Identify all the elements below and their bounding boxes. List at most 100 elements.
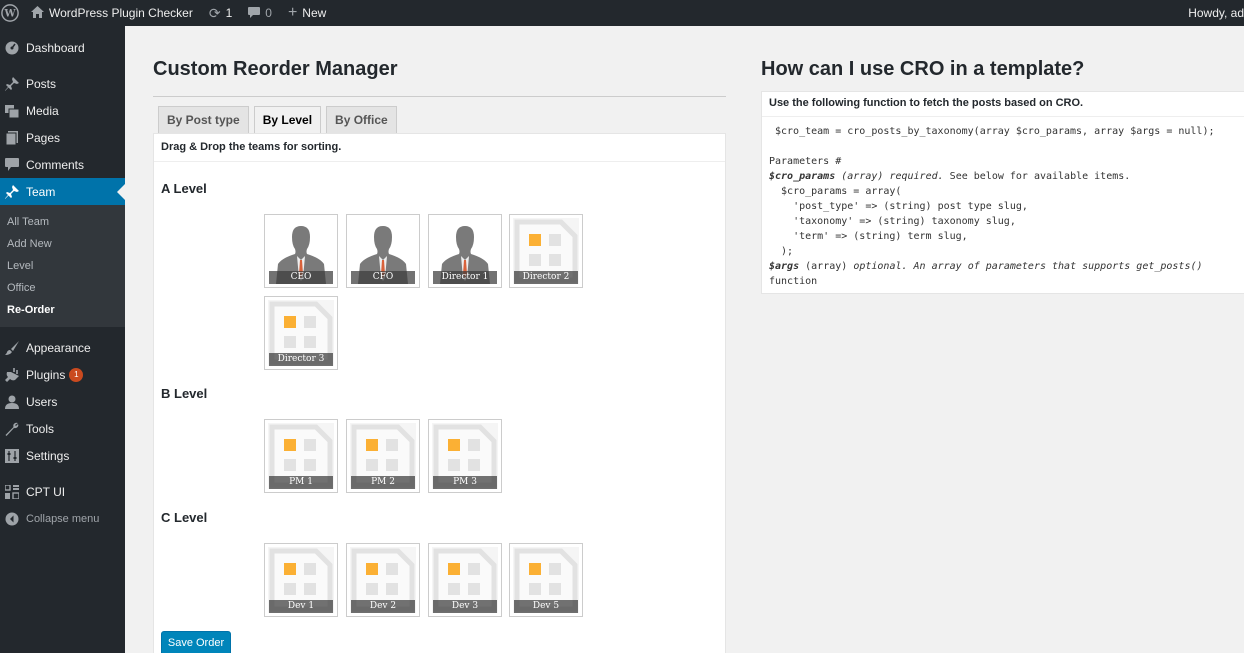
menu-cpt-ui[interactable]: CPT UI bbox=[0, 478, 125, 505]
param-args: $args (array) optional. An array of para… bbox=[762, 259, 1244, 274]
menu-dashboard[interactable]: Dashboard bbox=[0, 34, 125, 61]
help-title: How can I use CRO in a template? bbox=[761, 58, 1085, 80]
param-type: (array) bbox=[805, 261, 848, 272]
member-name: CFO bbox=[351, 271, 415, 284]
updates-count: 1 bbox=[225, 6, 233, 20]
code-function-call: $cro_team = cro_posts_by_taxonomy(array … bbox=[762, 124, 1244, 139]
help-panel: Use the following function to fetch the … bbox=[761, 91, 1244, 294]
menu-label: Tools bbox=[26, 421, 55, 436]
team-member-card[interactable]: Dev 2 bbox=[346, 543, 420, 617]
comment-icon bbox=[5, 158, 19, 172]
tab-by-post-type[interactable]: By Post type bbox=[158, 106, 249, 134]
submenu-re-order[interactable]: Re-Order bbox=[7, 304, 55, 316]
menu-settings[interactable]: Settings bbox=[0, 442, 125, 469]
collapse-label: Collapse menu bbox=[26, 512, 100, 525]
team-member-card[interactable]: PM 3 bbox=[428, 419, 502, 493]
code-line: function bbox=[769, 276, 818, 287]
image-placeholder-icon bbox=[433, 424, 497, 488]
menu-label: CPT UI bbox=[26, 484, 66, 499]
param-desc: optional. An array of parameters that su… bbox=[853, 261, 1203, 272]
plug-icon bbox=[5, 367, 19, 382]
comments-count: 0 bbox=[265, 6, 272, 20]
tab-by-level[interactable]: By Level bbox=[253, 106, 322, 135]
paintbrush-icon bbox=[5, 340, 19, 355]
menu-team[interactable]: Team bbox=[0, 178, 125, 205]
menu-media[interactable]: Media bbox=[0, 97, 125, 124]
submenu-office[interactable]: Office bbox=[7, 282, 36, 294]
param-required: required. bbox=[889, 171, 944, 182]
collapse-arrow-icon bbox=[5, 512, 19, 526]
team-member-card[interactable]: PM 2 bbox=[346, 419, 420, 493]
member-name: PM 2 bbox=[351, 476, 415, 489]
menu-label: Comments bbox=[26, 157, 85, 172]
member-photo bbox=[513, 547, 579, 613]
account-menu[interactable]: Howdy, ad bbox=[1188, 0, 1244, 26]
wrench-icon bbox=[5, 422, 19, 436]
submenu-level[interactable]: Level bbox=[7, 260, 34, 272]
pin-icon bbox=[5, 76, 19, 91]
menu-comments[interactable]: Comments bbox=[0, 151, 125, 178]
settings-sliders-icon bbox=[5, 448, 19, 463]
team-member-card[interactable]: Dev 5 bbox=[509, 543, 583, 617]
comments-link[interactable]: 0 bbox=[240, 0, 280, 26]
media-icon bbox=[5, 104, 19, 118]
menu-appearance[interactable]: Appearance bbox=[0, 334, 125, 361]
save-order-button[interactable]: Save Order bbox=[161, 631, 231, 653]
team-member-card[interactable]: Dev 1 bbox=[264, 543, 338, 617]
grid-icon bbox=[5, 484, 19, 499]
param-name: $args bbox=[769, 261, 800, 272]
menu-label: Posts bbox=[26, 76, 57, 91]
instruction-text: Drag & Drop the teams for sorting. bbox=[154, 134, 725, 162]
tab-by-office[interactable]: By Office bbox=[326, 106, 397, 134]
team-submenu: All Team Add New Level Office Re-Order bbox=[0, 205, 125, 327]
wordpress-logo-icon[interactable]: W bbox=[0, 0, 23, 26]
menu-tools[interactable]: Tools bbox=[0, 415, 125, 442]
admin-bar: W WordPress Plugin Checker ⟳ 1 0 + New H… bbox=[0, 0, 1244, 26]
page-title: Custom Reorder Manager bbox=[153, 58, 398, 80]
image-placeholder-icon bbox=[514, 548, 578, 612]
params-heading: Parameters # bbox=[769, 156, 842, 167]
team-member-card[interactable]: Director 2 bbox=[509, 214, 583, 288]
menu-label: Media bbox=[26, 103, 59, 118]
code-line: $cro_params = array( bbox=[769, 186, 902, 197]
team-member-card[interactable]: Director 3 bbox=[264, 296, 338, 370]
plugins-update-badge: 1 bbox=[69, 367, 84, 382]
updates-link[interactable]: ⟳ 1 bbox=[201, 0, 240, 26]
team-member-card[interactable]: Director 1 bbox=[428, 214, 502, 288]
menu-label: Settings bbox=[26, 448, 70, 463]
tab-bar: By Post type By Level By Office bbox=[158, 106, 402, 135]
menu-label: Team bbox=[26, 184, 56, 199]
admin-sidebar: Dashboard Posts Media Pages Comments Tea… bbox=[0, 26, 125, 653]
menu-label: Appearance bbox=[26, 340, 91, 355]
menu-pages[interactable]: Pages bbox=[0, 124, 125, 151]
dashboard-icon bbox=[5, 41, 19, 55]
new-content-link[interactable]: + New bbox=[280, 0, 334, 26]
menu-plugins[interactable]: Plugins 1 bbox=[0, 361, 125, 388]
team-member-card[interactable]: CEO bbox=[264, 214, 338, 288]
param-name: $cro_params bbox=[769, 171, 836, 182]
user-icon bbox=[5, 395, 19, 409]
menu-label: Pages bbox=[26, 130, 61, 145]
plus-icon: + bbox=[287, 4, 298, 21]
comment-bubble-icon bbox=[248, 6, 261, 20]
submenu-all-team[interactable]: All Team bbox=[7, 216, 49, 228]
submenu-add-new[interactable]: Add New bbox=[7, 238, 52, 250]
reorder-panel: Drag & Drop the teams for sorting. A Lev… bbox=[153, 133, 726, 653]
menu-users[interactable]: Users bbox=[0, 388, 125, 415]
team-member-card[interactable]: CFO bbox=[346, 214, 420, 288]
image-placeholder-icon bbox=[351, 548, 415, 612]
team-member-card[interactable]: PM 1 bbox=[264, 419, 338, 493]
member-name: Dev 5 bbox=[514, 600, 578, 613]
pin-icon bbox=[5, 184, 19, 199]
collapse-menu-button[interactable]: Collapse menu bbox=[0, 505, 125, 532]
member-name: Director 2 bbox=[514, 271, 578, 284]
image-placeholder-icon bbox=[514, 219, 578, 283]
member-name: Director 3 bbox=[269, 353, 333, 366]
image-placeholder-icon bbox=[269, 548, 333, 612]
refresh-icon: ⟳ bbox=[208, 5, 221, 21]
site-name-link[interactable]: WordPress Plugin Checker bbox=[23, 0, 201, 26]
team-member-card[interactable]: Dev 3 bbox=[428, 543, 502, 617]
menu-posts[interactable]: Posts bbox=[0, 70, 125, 97]
code-line: 'taxonomy' => (string) taxonomy slug, bbox=[769, 216, 1016, 227]
level-heading: A Level bbox=[161, 181, 207, 196]
